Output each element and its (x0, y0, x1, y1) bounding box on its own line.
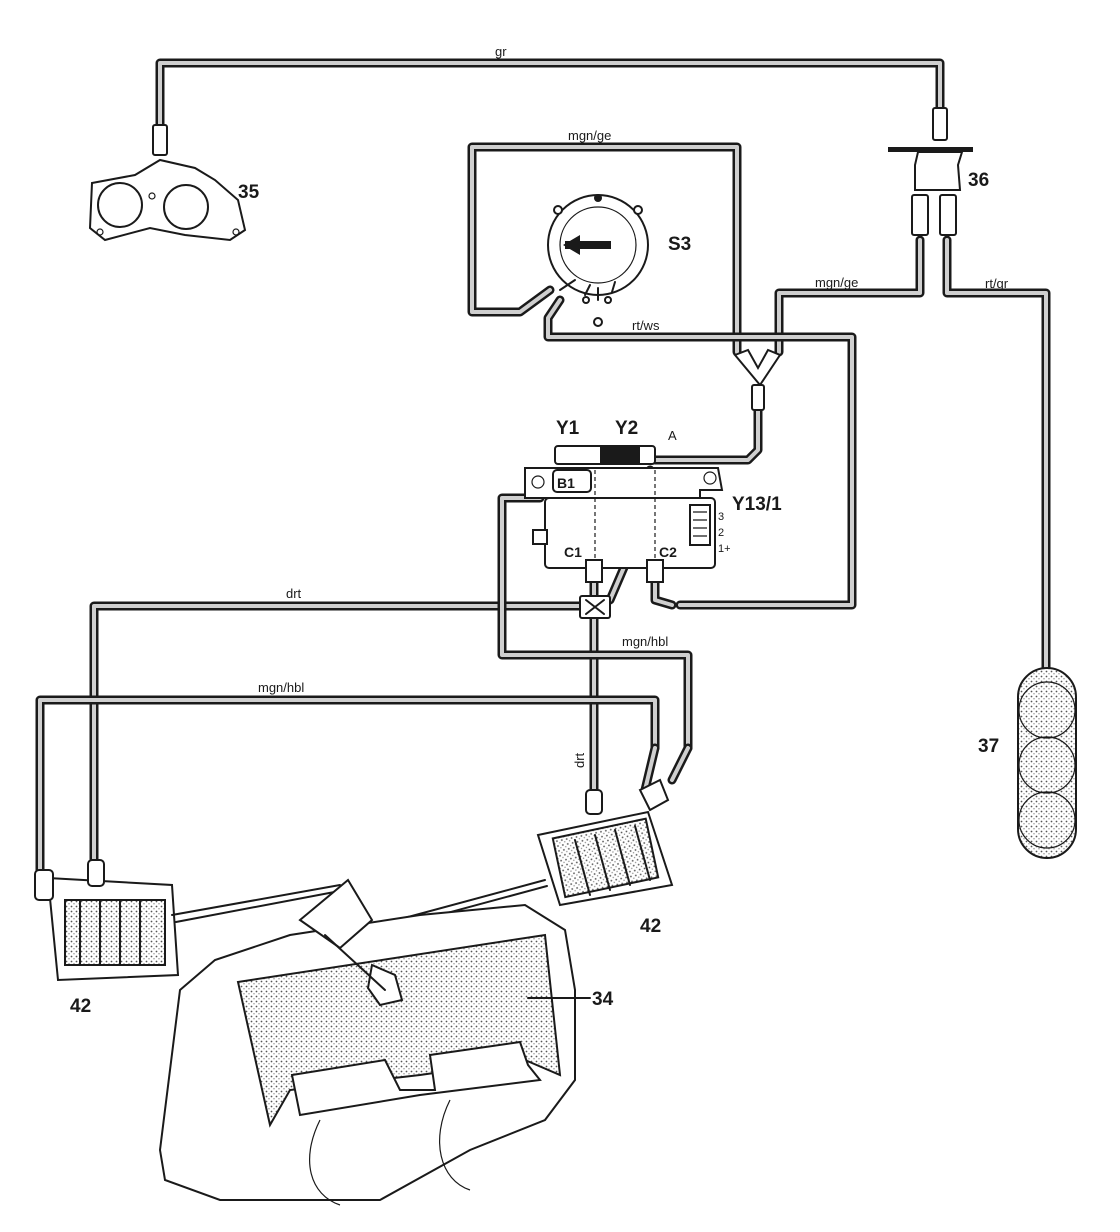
hose-mgn-ge-top (467, 142, 742, 357)
pin-1: 1+ (718, 543, 731, 555)
label-drt-left: drt (286, 586, 302, 601)
hose-mgn-ge-right (774, 235, 925, 357)
label-gr: gr (495, 44, 507, 59)
label-mgn-ge-top: mgn/ge (568, 128, 611, 143)
label-mgn-ge-right: mgn/ge (815, 275, 858, 290)
hose-gr (155, 58, 945, 130)
hose-rt-ws (543, 295, 857, 610)
label-b1: B1 (557, 475, 575, 491)
hose-drt-left (89, 601, 588, 875)
hose-mgn-hbl-left (35, 695, 660, 875)
hose-mgn-hbl-right (497, 493, 693, 753)
component-35-manifold (88, 124, 247, 242)
component-36-check-valve (888, 107, 973, 236)
label-35: 35 (238, 182, 260, 203)
component-control-unit (524, 445, 724, 583)
component-34-flap (158, 878, 576, 1206)
cross-fitting (579, 595, 611, 619)
pin-2: 2 (718, 527, 724, 539)
label-y13: Y13/1 (732, 494, 782, 515)
label-c1: C1 (564, 544, 582, 560)
component-42-right-actuator (359, 778, 674, 937)
label-mgn-hbl-right: mgn/hbl (622, 634, 668, 649)
hose-rt-gr (942, 235, 1051, 673)
label-37: 37 (978, 736, 999, 757)
label-34: 34 (592, 989, 614, 1010)
y-piece-connector (733, 348, 782, 411)
label-c2: C2 (659, 544, 677, 560)
label-42-right: 42 (640, 916, 661, 937)
label-A: A (668, 428, 677, 443)
component-s3-switch (547, 194, 649, 327)
label-y1: Y1 (556, 418, 580, 439)
label-42-left: 42 (70, 996, 91, 1017)
label-36: 36 (968, 170, 989, 191)
label-mgn-hbl-left: mgn/hbl (258, 680, 304, 695)
label-s3: S3 (668, 234, 691, 255)
hose-A (650, 395, 763, 465)
label-drt-vertical: drt (572, 752, 587, 768)
label-rt-ws: rt/ws (632, 318, 660, 333)
pin-3: 3 (718, 511, 724, 523)
label-y2: Y2 (615, 418, 638, 439)
component-42-left-actuator (34, 859, 346, 982)
component-37-reservoir (1017, 667, 1077, 859)
label-rt-gr: rt/gr (985, 276, 1009, 291)
